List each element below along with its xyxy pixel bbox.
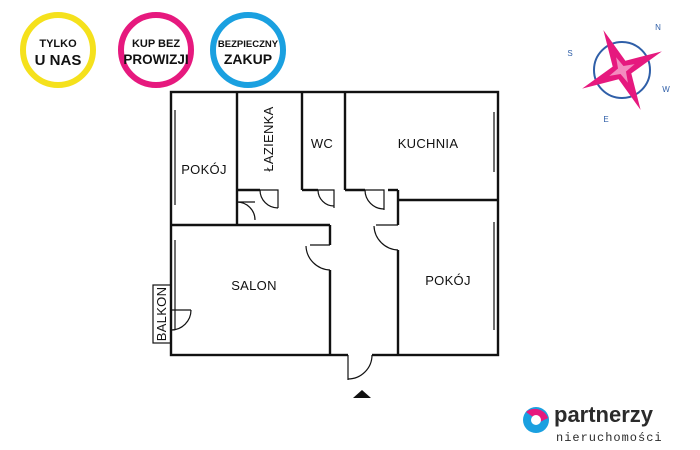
badge-line2: U NAS [35, 52, 82, 69]
compass-letter-s: S [567, 49, 572, 58]
room-label-lazienka: ŁAZIENKA [261, 106, 276, 171]
door-kuchnia [364, 189, 385, 210]
room-label-kuchnia: KUCHNIA [398, 136, 459, 151]
badge-line1: KUP BEZ [132, 38, 180, 50]
badge-line1: TYLKO [39, 38, 77, 50]
door-pokoj-small [236, 201, 256, 221]
badge-line1: BEZPIECZNY [218, 39, 279, 50]
badge-ring [118, 12, 194, 88]
entrance-arrow [353, 390, 371, 398]
compass-rose: N E S W [567, 23, 670, 124]
badge-kup-bez-prowizji: KUP BEZ PROWIZJI [118, 12, 194, 88]
compass-star-inner [609, 57, 635, 83]
badge-ring [210, 12, 286, 88]
compass-letter-e: E [603, 115, 608, 124]
brand-name: partnerzy [554, 402, 654, 427]
badge-ring [20, 12, 96, 88]
brand-subtitle: nieruchomości [556, 431, 663, 445]
room-label-pokoj-large: POKÓJ [425, 273, 471, 288]
door-lazienka [259, 189, 279, 209]
door-pokoj-large [373, 224, 399, 251]
door-wc [317, 189, 335, 208]
balkon-box [152, 284, 172, 344]
badge-bezpieczny-zakup: BEZPIECZNY ZAKUP [210, 12, 286, 88]
badge-tylko-u-nas: TYLKO U NAS [20, 12, 96, 88]
door-entrance [347, 354, 373, 380]
room-label-pokoj-small: POKÓJ [181, 162, 227, 177]
compass-letter-w: W [662, 85, 670, 94]
badge-line2: PROWIZJI [123, 52, 188, 67]
door-salon [305, 244, 331, 271]
compass-ring [593, 41, 651, 99]
room-label-wc: WC [311, 136, 333, 151]
room-label-balkon: BALKON [154, 287, 169, 342]
floor-plan [152, 90, 500, 398]
outer-wall [169, 90, 500, 357]
door-balkon [170, 309, 192, 331]
badge-line2: ZAKUP [224, 51, 272, 67]
brand-logo: partnerzy nieruchomości [523, 402, 663, 445]
compass-letter-n: N [655, 23, 661, 32]
room-label-salon: SALON [231, 278, 277, 293]
brand-logo-icon [523, 407, 549, 433]
